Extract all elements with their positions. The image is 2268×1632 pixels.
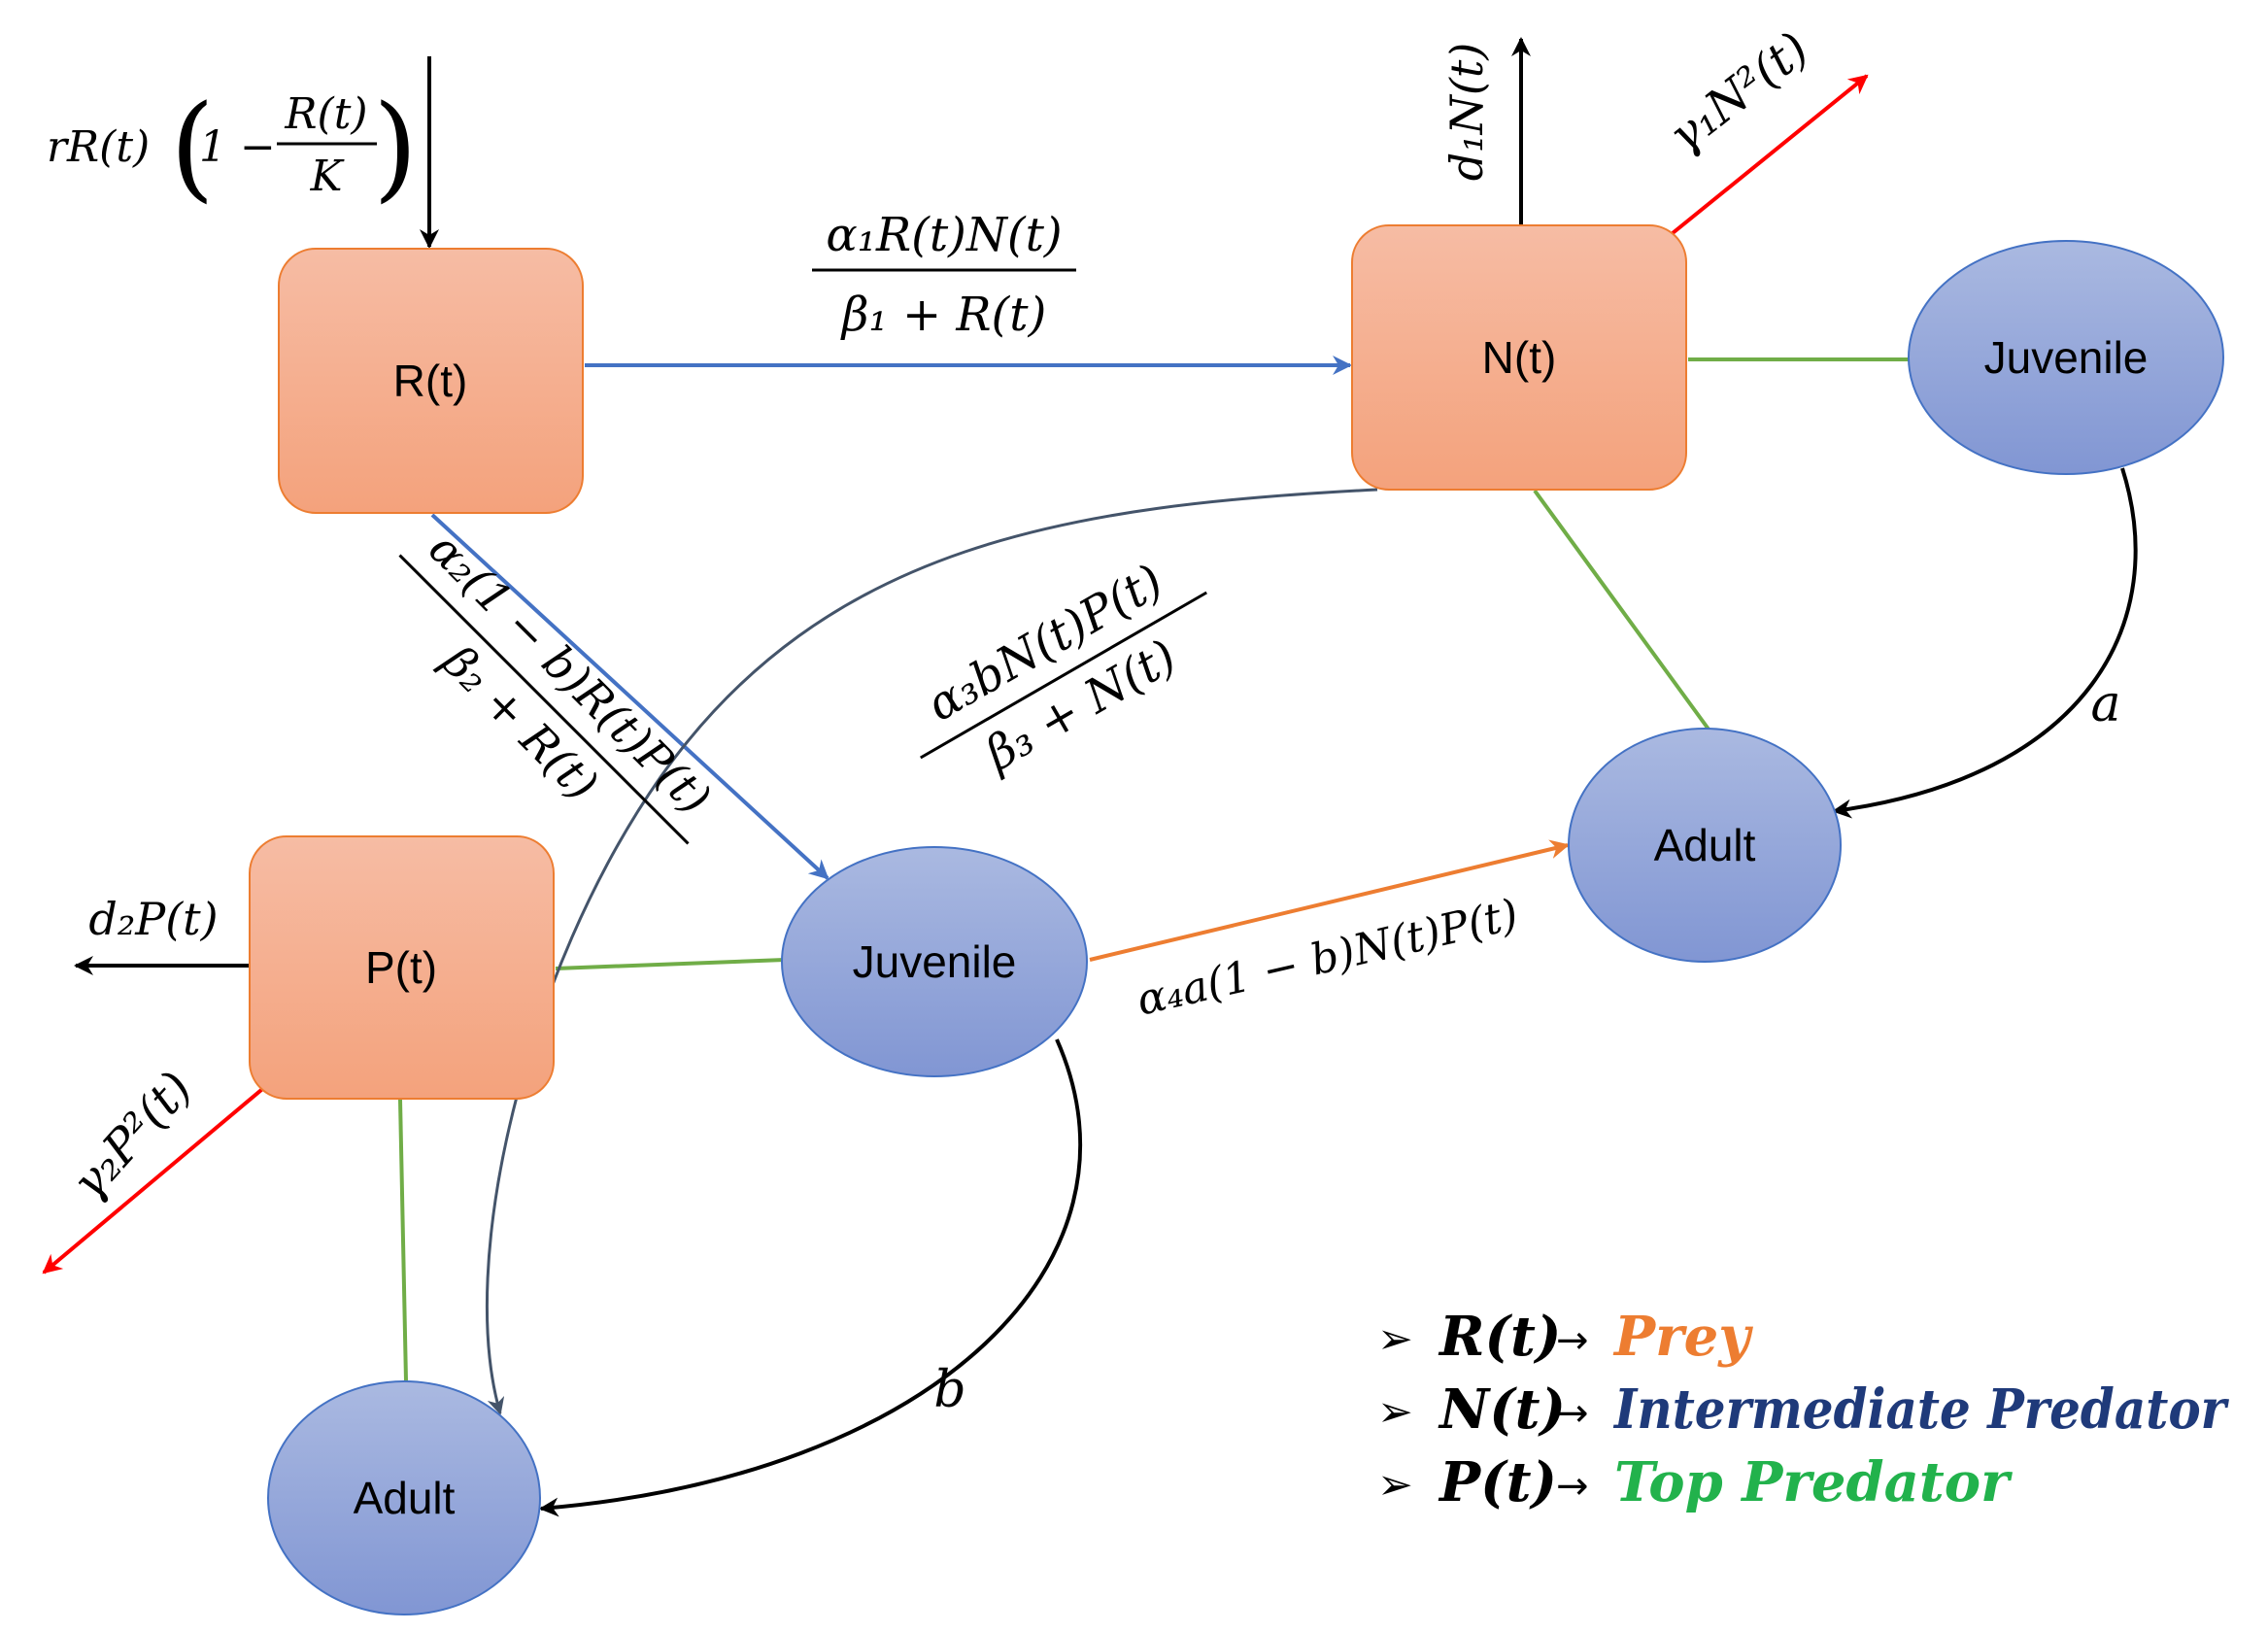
- a-label: a: [2090, 675, 2120, 733]
- alpha2-fraction-bar: [398, 554, 690, 845]
- legend-item-intermediate-predator: ➢ N(t) → Intermediate Predator: [1377, 1377, 2229, 1442]
- p-to-juvenile-line: [555, 958, 786, 970]
- legend-arrow-icon: →: [1556, 1391, 1589, 1436]
- d1-label: d₁N(t): [1440, 43, 1493, 182]
- logistic-lhs: rR(t): [47, 122, 150, 172]
- alpha1-label: α₁R(t)N(t) β₁ + R(t): [812, 208, 1076, 342]
- p-juvenile-to-adult-arrow: [539, 1038, 1083, 1517]
- node-n-juvenile: Juvenile: [1908, 240, 2224, 475]
- node-p-label: P(t): [365, 942, 437, 993]
- node-n: N(t): [1351, 224, 1687, 491]
- node-n-adult-label: Adult: [1654, 820, 1756, 870]
- p-intraspecific-arrow: [42, 1083, 269, 1275]
- legend-item-prey: ➢ R(t) → Prey: [1377, 1305, 1753, 1369]
- d2-label: d₂P(t): [88, 893, 218, 945]
- n-to-adult-line: [1533, 489, 1711, 732]
- p-juvenile-to-n-adult-arrow: [1089, 839, 1570, 962]
- logistic-one: 1 −: [199, 122, 276, 172]
- legend-arrow-icon: →: [1556, 1318, 1589, 1363]
- p-to-adult-line: [398, 1099, 408, 1382]
- alpha1-num: α₁R(t)N(t): [826, 208, 1062, 262]
- node-p-juvenile-label: Juvenile: [853, 936, 1017, 987]
- alpha2-label: α₂(1 − b)R(t)P(t) β₂ + R(t): [398, 522, 722, 845]
- node-n-adult: Adult: [1568, 728, 1842, 963]
- r-to-p-juvenile-arrow: [430, 513, 829, 880]
- alpha4-label: α₄a(1 − b)N(t)P(t): [1133, 890, 1523, 1026]
- legend-bullet-icon: ➢: [1377, 1387, 1413, 1437]
- node-n-label: N(t): [1482, 332, 1557, 383]
- logistic-num: R(t): [284, 89, 367, 139]
- node-p-juvenile: Juvenile: [781, 846, 1088, 1077]
- logistic-den: K: [310, 152, 345, 201]
- node-r: R(t): [278, 248, 584, 514]
- logistic-close-paren: ): [373, 80, 418, 214]
- legend-term: Intermediate Predator: [1612, 1377, 2229, 1442]
- alpha3-label: α₃bN(t)P(t) β₃ + N(t): [918, 554, 1207, 783]
- legend: ➢ R(t) → Prey ➢ N(t) → Intermediate Pred…: [1377, 1305, 2229, 1514]
- node-p-adult-label: Adult: [354, 1473, 456, 1523]
- legend-symbol: N(t): [1438, 1377, 1566, 1442]
- legend-symbol: P(t): [1438, 1450, 1557, 1514]
- legend-term: Top Predator: [1614, 1450, 2013, 1514]
- n-intraspecific-arrow: [1671, 74, 1869, 235]
- node-n-juvenile-label: Juvenile: [1984, 332, 2149, 383]
- gamma1-label: γ₁N²(t): [1659, 21, 1819, 163]
- gamma2-label: γ₂P²(t): [61, 1062, 203, 1211]
- node-p-adult: Adult: [267, 1380, 541, 1615]
- legend-bullet-icon: ➢: [1377, 1314, 1413, 1364]
- legend-symbol: R(t): [1438, 1305, 1561, 1369]
- legend-term: Prey: [1612, 1305, 1753, 1369]
- node-r-label: R(t): [393, 356, 468, 406]
- b-label: b: [933, 1361, 965, 1419]
- legend-bullet-icon: ➢: [1377, 1460, 1413, 1510]
- alpha1-den: β₁ + R(t): [840, 288, 1047, 342]
- logistic-open-paren: (: [170, 80, 215, 214]
- logistic-growth-label: rR(t) ( 1 − R(t) K ): [47, 80, 418, 214]
- legend-arrow-icon: →: [1556, 1464, 1589, 1509]
- n-juvenile-to-adult-arrow: [1832, 467, 2138, 819]
- legend-item-top-predator: ➢ P(t) → Top Predator: [1377, 1450, 2013, 1514]
- node-p: P(t): [249, 835, 555, 1100]
- alpha3-fraction-bar: [920, 591, 1207, 760]
- n-to-p-adult-arrow: [486, 488, 1378, 1415]
